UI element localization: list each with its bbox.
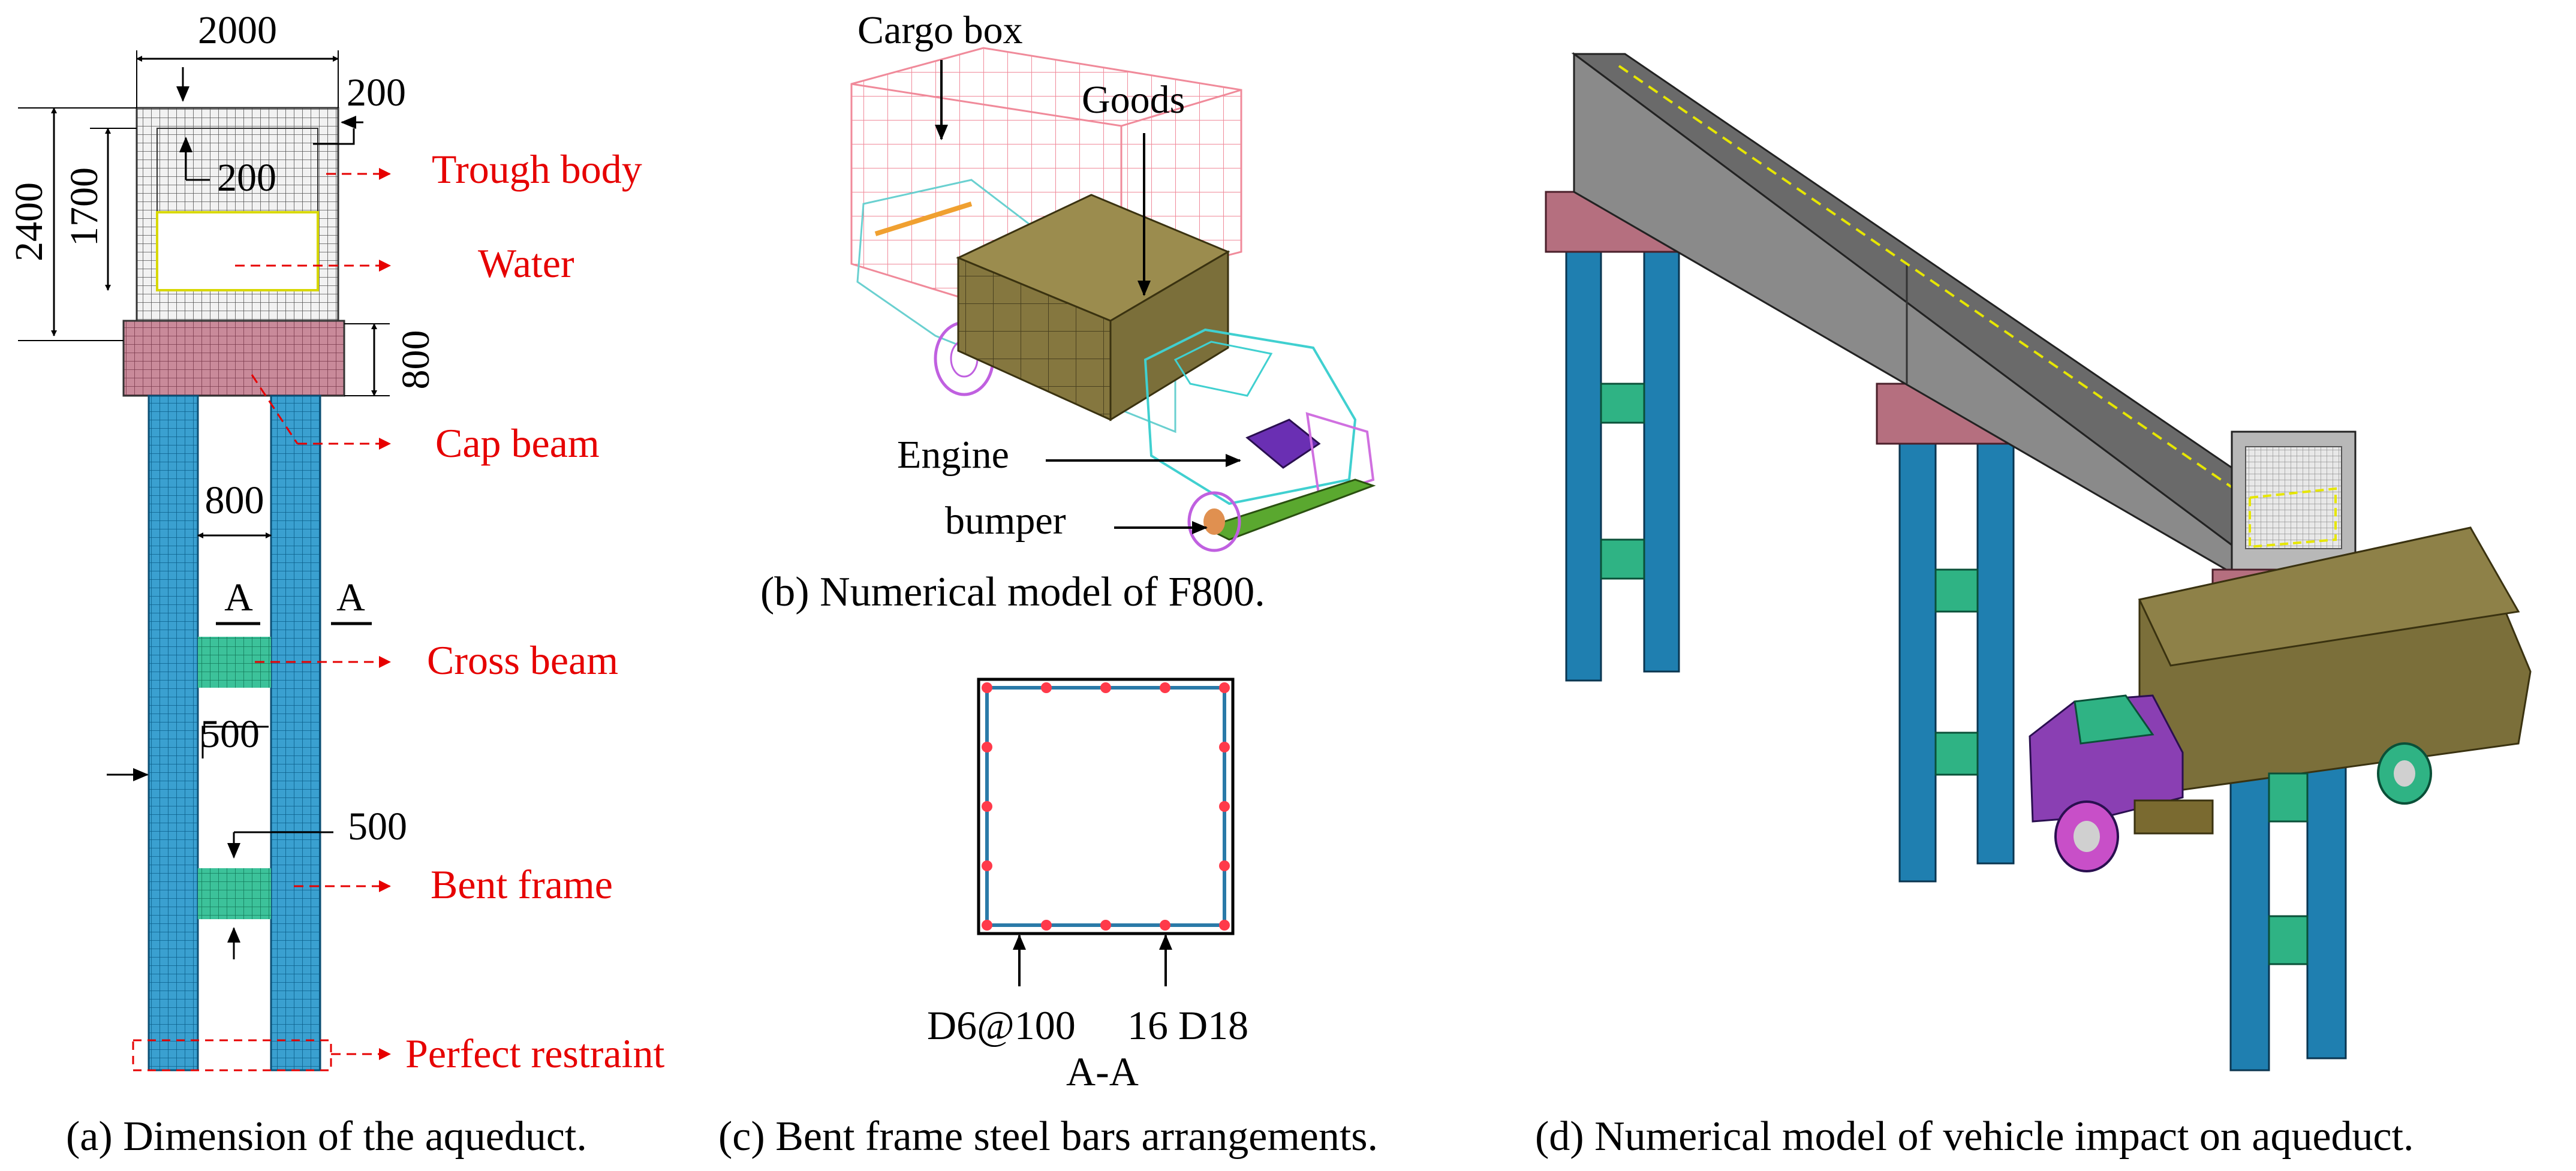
dim-cap-height: 800: [394, 330, 438, 390]
label-long-bars: 16 D18: [1127, 1003, 1248, 1048]
bent-frame-mesh: [198, 868, 271, 919]
front-wheel: [1187, 491, 1241, 552]
beam-front-2: [2268, 915, 2309, 965]
dim-width-top: 2000: [198, 8, 277, 52]
dim-bent-frame: 500: [348, 805, 407, 848]
caption-c: (c) Bent frame steel bars arrangements.: [718, 1113, 1378, 1160]
label-bumper: bumper: [945, 499, 1066, 543]
beam-mid-1: [1934, 568, 1979, 613]
beam-front-1: [2268, 772, 2309, 823]
label-engine: Engine: [897, 433, 1009, 477]
caption-a: (a) Dimension of the aqueduct.: [66, 1113, 587, 1160]
panel-a: 2000 200 200 2400 1700 800 800 A A 500 5…: [7, 8, 664, 1160]
beam-mid-2: [1934, 732, 1979, 776]
label-water: Water: [478, 240, 574, 286]
cap-beam-mesh: [122, 320, 345, 397]
label-cross-beam: Cross beam: [427, 637, 618, 683]
dim-height-total: 2400: [7, 182, 51, 261]
right-column-mesh: [270, 395, 321, 1071]
label-goods: Goods: [1082, 78, 1185, 122]
panel-c: D6@100 16 D18 A-A (c) Bent frame steel b…: [718, 678, 1378, 1160]
pier-back-left: [1565, 236, 1602, 682]
dim-wall-inner: 200: [217, 156, 276, 200]
engine-block: [1245, 419, 1321, 469]
label-perfect-restraint: Perfect restraint: [405, 1031, 664, 1076]
caption-b: (b) Numerical model of F800.: [760, 569, 1265, 615]
dim-cross-beam: 500: [200, 712, 260, 756]
left-column-mesh: [148, 395, 199, 1071]
pier-back-right: [1643, 251, 1680, 673]
section-mark-left: A: [224, 576, 253, 619]
label-cargo-box: Cargo box: [857, 8, 1023, 52]
dim-height-inner: 1700: [62, 167, 106, 246]
pier-mid-right: [1976, 442, 2015, 865]
caption-d: (d) Numerical model of vehicle impact on…: [1535, 1113, 2414, 1160]
beam-back-1: [1600, 383, 1645, 424]
label-section: A-A: [1066, 1049, 1139, 1094]
label-cap-beam: Cap beam: [435, 420, 600, 466]
water-region: [156, 211, 319, 291]
label-bent-frame: Bent frame: [431, 862, 613, 907]
section-mark-right: A: [336, 576, 365, 619]
pier-mid-left: [1898, 425, 1937, 883]
label-stirrup: D6@100: [927, 1003, 1076, 1048]
chassis-wireframe: [856, 179, 1176, 434]
truck-bumper: [2133, 799, 2214, 835]
beam-back-2: [1600, 538, 1645, 580]
panel-b: Cargo box Goods Engine bumper (b) Numeri…: [760, 8, 1376, 615]
dim-wall-right: 200: [347, 71, 406, 115]
trough-end-water: [2249, 487, 2337, 549]
label-trough-body: Trough body: [432, 146, 642, 192]
column-section-outline: [977, 678, 1235, 935]
cab-wireframe: [1143, 328, 1357, 505]
dim-column-gap: 800: [205, 478, 264, 522]
bumper-block: [1203, 478, 1376, 541]
rebar-dots: [982, 682, 1230, 931]
panel-d: (d) Numerical model of vehicle impact on…: [1535, 52, 2532, 1160]
